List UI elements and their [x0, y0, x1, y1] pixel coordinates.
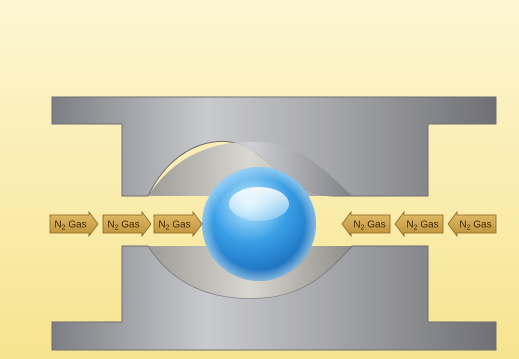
n2-gas-arrow: N2 Gas — [448, 212, 496, 236]
gas-element-symbol: N — [54, 220, 61, 231]
gas-arrow-label: N2 Gas — [54, 220, 86, 232]
n2-gas-arrow: N2 Gas — [342, 212, 390, 236]
n2-gas-arrow: N2 Gas — [50, 212, 98, 236]
gas-arrow-label: N2 Gas — [459, 220, 491, 232]
gas-word: Gas — [170, 220, 191, 231]
gas-word: Gas — [365, 220, 386, 231]
gas-element-symbol: N — [459, 220, 466, 231]
gas-word: Gas — [418, 220, 439, 231]
gas-word: Gas — [471, 220, 492, 231]
gas-element-symbol: N — [158, 220, 165, 231]
levitated-sphere — [202, 167, 316, 281]
n2-gas-arrow: N2 Gas — [103, 212, 151, 236]
gas-element-symbol: N — [353, 220, 360, 231]
gas-element-symbol: N — [107, 220, 114, 231]
gas-arrow-label: N2 Gas — [107, 220, 139, 232]
n2-gas-arrow: N2 Gas — [395, 212, 443, 236]
gas-arrow-label: N2 Gas — [353, 220, 385, 232]
gas-element-symbol: N — [406, 220, 413, 231]
gas-word: Gas — [66, 220, 87, 231]
sphere-highlight — [229, 187, 289, 221]
gas-arrow-label: N2 Gas — [406, 220, 438, 232]
gas-arrow-label: N2 Gas — [158, 220, 190, 232]
n2-gas-arrow: N2 Gas — [154, 212, 202, 236]
gas-word: Gas — [119, 220, 140, 231]
